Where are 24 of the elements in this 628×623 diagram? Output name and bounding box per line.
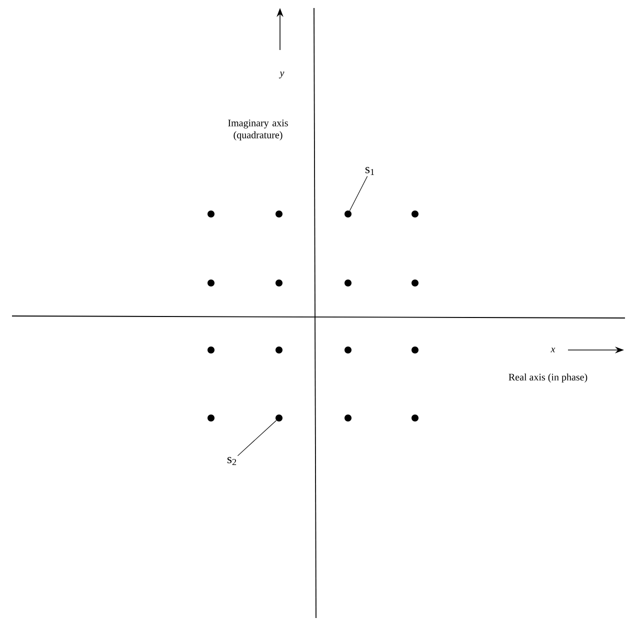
- axis-title: Imaginary axis (quadrature): [228, 120, 288, 140]
- axis-symbol: y: [278, 72, 284, 78]
- signal-point: [208, 346, 214, 354]
- signal-point: [344, 280, 352, 286]
- signal-point: [208, 210, 214, 218]
- axis-title: Real axis (in phase): [508, 373, 588, 383]
- signal-point: [412, 210, 418, 218]
- signal-point: [276, 414, 282, 422]
- signal-point: [276, 280, 282, 286]
- leader-line: [237, 420, 277, 456]
- signal-point: [276, 346, 282, 354]
- signal-point: [412, 280, 418, 286]
- signal-point: [412, 346, 418, 354]
- signal-point: [208, 280, 214, 286]
- signal-point: [276, 210, 282, 218]
- axis-symbol: x: [550, 348, 556, 352]
- leader-line: [349, 176, 368, 211]
- point-label: s$_{1}$: [365, 167, 374, 175]
- signal-point: [208, 414, 214, 422]
- signal-point: [412, 414, 418, 422]
- point-label: s$_{2}$: [227, 457, 236, 466]
- signal-point: [344, 210, 352, 218]
- signal-point: [344, 346, 352, 354]
- signal-point: [344, 414, 352, 422]
